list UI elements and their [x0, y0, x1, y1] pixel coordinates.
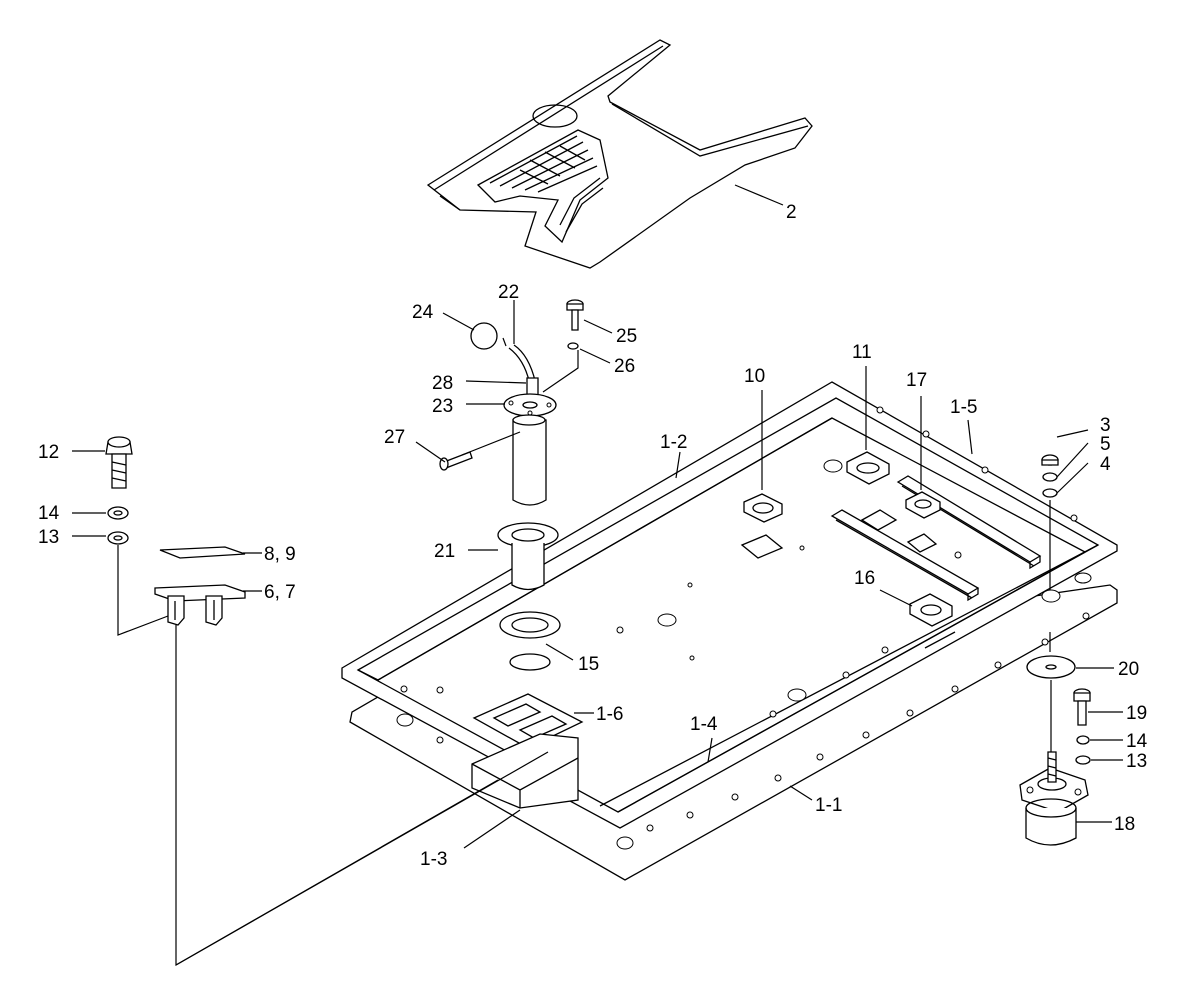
plate-holes	[400, 406, 1090, 832]
callout-1-2: 1-2	[660, 432, 687, 453]
callout-labels: 2 22 24 25 26 28 23 27 21 15 12 14 13 8,…	[38, 202, 1148, 870]
callout-2: 2	[786, 202, 797, 223]
callout-16: 16	[854, 568, 875, 589]
callout-15: 15	[578, 654, 599, 675]
callout-11: 11	[852, 342, 872, 363]
flange-21	[497, 522, 559, 591]
callout-21: 21	[434, 541, 455, 562]
channel-rails	[830, 475, 1042, 602]
callout-1-6: 1-6	[596, 704, 623, 725]
callout-13-right: 13	[1126, 751, 1147, 772]
washer-4	[1042, 488, 1058, 498]
callout-1-5: 1-5	[950, 397, 977, 418]
callout-14-left: 14	[38, 503, 60, 524]
washer-26	[567, 342, 579, 350]
callout-8-9: 8, 9	[264, 544, 296, 565]
washer-5	[1042, 472, 1058, 482]
callout-24: 24	[412, 302, 434, 323]
callout-23: 23	[432, 396, 453, 417]
pad-8-9	[159, 546, 246, 559]
callout-28: 28	[432, 373, 453, 394]
callout-26: 26	[614, 356, 635, 377]
callout-4: 4	[1100, 454, 1111, 475]
callout-22: 22	[498, 282, 519, 303]
callout-10: 10	[744, 366, 765, 387]
callout-5: 5	[1100, 434, 1111, 455]
callout-1-3: 1-3	[420, 849, 447, 870]
float-24	[470, 322, 498, 350]
leader-lines	[72, 184, 1123, 849]
callout-13-left: 13	[38, 527, 59, 548]
callout-1-4: 1-4	[690, 714, 718, 735]
support-6-7	[154, 584, 246, 626]
callout-3: 3	[1100, 415, 1111, 436]
gasket-15	[499, 611, 561, 671]
callout-14-right: 14	[1126, 731, 1148, 752]
callout-20: 20	[1118, 659, 1139, 680]
bolt-19	[1073, 688, 1091, 726]
callout-18: 18	[1114, 814, 1135, 835]
mount-18	[1019, 751, 1089, 846]
grommet-11	[846, 451, 890, 485]
callout-6-7: 6, 7	[264, 582, 296, 603]
bolt-12	[105, 436, 133, 489]
callout-25: 25	[616, 326, 637, 347]
bracket-1-3	[471, 733, 579, 809]
grommet-10	[743, 493, 783, 523]
screw-25	[566, 299, 584, 331]
washer-13-right	[1075, 755, 1091, 765]
callout-17: 17	[906, 370, 927, 391]
callout-12: 12	[38, 442, 59, 463]
callout-19: 19	[1126, 703, 1147, 724]
plate-20	[1026, 655, 1076, 679]
washer-13-left	[107, 531, 129, 545]
nut-3	[1041, 454, 1059, 466]
assembly-lines	[117, 350, 1052, 967]
grommet-16	[909, 593, 953, 627]
floor-mat	[426, 39, 813, 269]
sender-unit	[502, 337, 557, 506]
grommet-17	[905, 491, 941, 519]
washer-14-left	[107, 506, 129, 520]
callout-1-1: 1-1	[815, 795, 842, 816]
bracket-1-6	[472, 693, 584, 749]
washer-14-right	[1076, 735, 1090, 745]
screw-27	[439, 451, 473, 471]
callout-27: 27	[384, 427, 405, 448]
